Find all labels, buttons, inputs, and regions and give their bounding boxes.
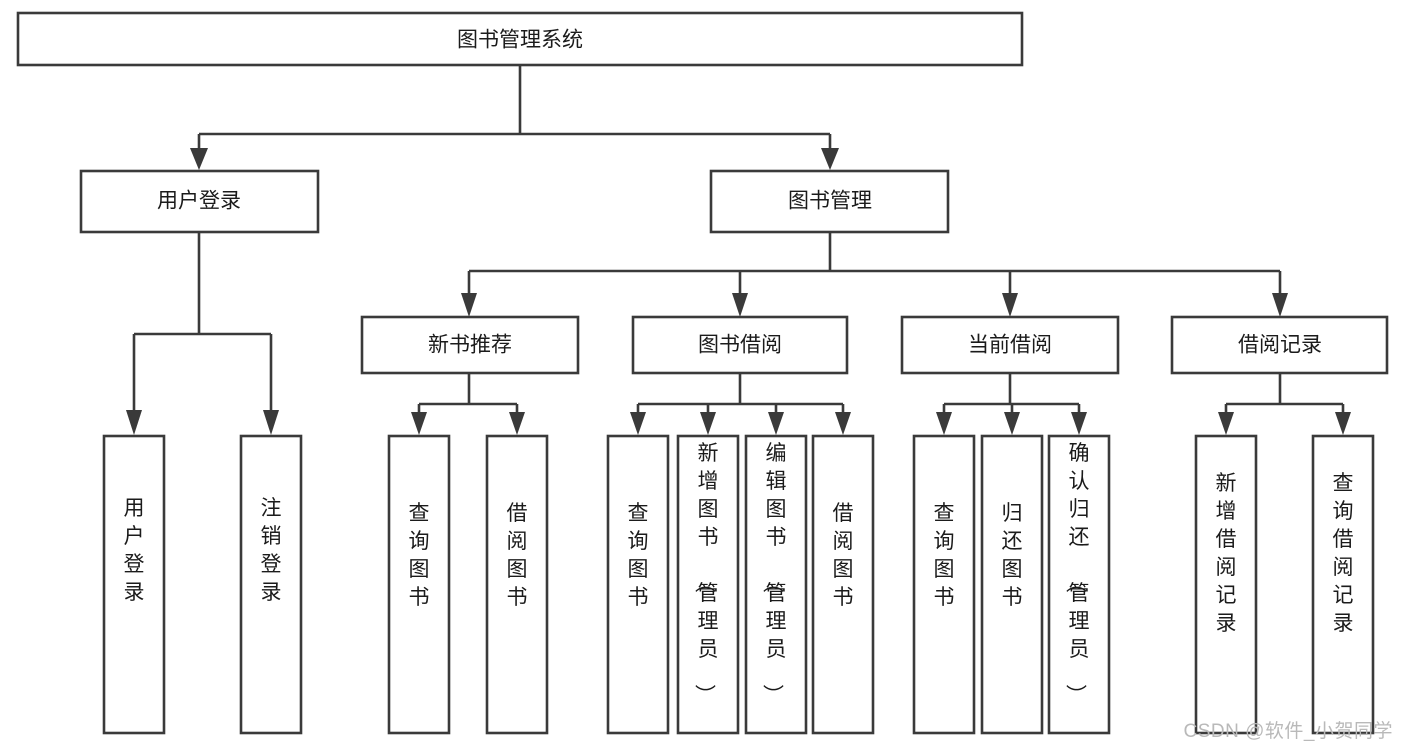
leaf-box-logout[interactable] bbox=[239, 434, 303, 735]
leaf-box-user-login[interactable] bbox=[102, 434, 166, 735]
leaf-label-add-book-admin: 新增图书（管理员） bbox=[693, 442, 719, 705]
arrow-root-to-book bbox=[821, 148, 839, 170]
arrow-book-to-current bbox=[1002, 293, 1018, 317]
connector-group-user-login bbox=[126, 232, 279, 435]
node-book-borrow-box[interactable] bbox=[631, 315, 849, 375]
leaf-node[interactable]: 确认归还（管理员） bbox=[1047, 434, 1111, 735]
leaf-box-return-book[interactable] bbox=[980, 434, 1044, 735]
node-book-borrow-label: 图书借阅 bbox=[698, 334, 782, 357]
arrow-user-leaf-1 bbox=[126, 410, 142, 435]
leaf-box-query-borrow-record[interactable] bbox=[1311, 434, 1375, 735]
leaf-label-confirm-return-admin: 确认归还（管理员） bbox=[1064, 442, 1090, 705]
leaf-label-borrow-book-borrow: 借阅图书 bbox=[833, 502, 854, 609]
leaf-box-borrow-book-newbook[interactable] bbox=[485, 434, 549, 735]
leaf-node[interactable]: 编辑图书（管理员） bbox=[744, 434, 808, 735]
node-borrow-record-label: 借阅记录 bbox=[1238, 334, 1322, 357]
node-new-book-recommend-box[interactable] bbox=[360, 315, 580, 375]
leaf-node[interactable]: 新增借阅记录 bbox=[1194, 434, 1258, 735]
leaf-box-query-book-current[interactable] bbox=[912, 434, 976, 735]
arrow-borrow-leaf-4 bbox=[835, 412, 851, 435]
leaf-box-confirm-return-admin[interactable] bbox=[1047, 434, 1111, 735]
node-root-label: 图书管理系统 bbox=[457, 29, 583, 52]
leaf-label-return-book: 归还图书 bbox=[1002, 502, 1023, 609]
leaf-box-add-book-admin[interactable] bbox=[676, 434, 740, 735]
leaf-label-query-book-borrow: 查询图书 bbox=[628, 502, 649, 609]
node-borrow-record[interactable]: 借阅记录 bbox=[1170, 315, 1389, 375]
leaf-box-query-book-borrow[interactable] bbox=[606, 434, 670, 735]
leaf-box-query-book-newbook[interactable] bbox=[387, 434, 451, 735]
node-current-borrow-box[interactable] bbox=[900, 315, 1120, 375]
leaf-node[interactable]: 新增图书（管理员） bbox=[676, 434, 740, 735]
connector-group-book-mgmt bbox=[461, 232, 1288, 317]
leaf-node[interactable]: 归还图书 bbox=[980, 434, 1044, 735]
arrow-record-leaf-2 bbox=[1335, 412, 1351, 435]
arrow-book-to-record bbox=[1272, 293, 1288, 317]
leaf-box-add-borrow-record[interactable] bbox=[1194, 434, 1258, 735]
arrow-borrow-leaf-3 bbox=[768, 412, 784, 435]
leaf-node[interactable]: 查询图书 bbox=[606, 434, 670, 735]
node-current-borrow-label: 当前借阅 bbox=[968, 334, 1052, 357]
node-borrow-record-box[interactable] bbox=[1170, 315, 1389, 375]
leaf-node[interactable]: 注销登录 bbox=[239, 434, 303, 735]
leaf-label-edit-book-admin: 编辑图书（管理员） bbox=[761, 442, 787, 705]
arrow-root-to-user bbox=[190, 148, 208, 170]
arrow-borrow-leaf-1 bbox=[630, 412, 646, 435]
node-user-login-box[interactable] bbox=[79, 169, 320, 234]
arrow-book-to-borrow bbox=[732, 293, 748, 317]
leaf-node[interactable]: 借阅图书 bbox=[485, 434, 549, 735]
arrow-newbook-leaf-2 bbox=[509, 412, 525, 435]
leaf-label-borrow-book-newbook: 借阅图书 bbox=[507, 502, 528, 609]
leaf-node[interactable]: 查询图书 bbox=[912, 434, 976, 735]
csdn-watermark: CSDN @软件_小贺同学 bbox=[1183, 721, 1393, 742]
node-root[interactable]: 图书管理系统 bbox=[16, 11, 1024, 67]
node-root-box[interactable] bbox=[16, 11, 1024, 67]
leaf-label-query-book-newbook: 查询图书 bbox=[409, 502, 430, 609]
leaf-label-query-book-current: 查询图书 bbox=[934, 502, 955, 609]
node-book-management-box[interactable] bbox=[709, 169, 950, 234]
node-new-book-recommend[interactable]: 新书推荐 bbox=[360, 315, 580, 375]
arrow-current-leaf-3 bbox=[1071, 412, 1087, 435]
leaf-label-add-borrow-record: 新增借阅记录 bbox=[1216, 472, 1237, 635]
arrow-user-leaf-2 bbox=[263, 410, 279, 435]
arrow-book-to-newbook bbox=[461, 293, 477, 317]
arrow-current-leaf-1 bbox=[936, 412, 952, 435]
leaf-node[interactable]: 查询借阅记录 bbox=[1311, 434, 1375, 735]
node-current-borrow[interactable]: 当前借阅 bbox=[900, 315, 1120, 375]
leaf-node[interactable]: 用户登录 bbox=[102, 434, 166, 735]
arrow-current-leaf-2 bbox=[1004, 412, 1020, 435]
connector-group-borrow bbox=[630, 373, 851, 435]
connector-group-record bbox=[1218, 373, 1351, 435]
leaf-node[interactable]: 查询图书 bbox=[387, 434, 451, 735]
connector-group-root bbox=[190, 65, 839, 170]
leaf-box-borrow-book-borrow[interactable] bbox=[811, 434, 875, 735]
leaf-label-query-borrow-record: 查询借阅记录 bbox=[1333, 472, 1354, 635]
connector-group-current bbox=[936, 373, 1087, 435]
leaf-label-user-login: 用户登录 bbox=[124, 497, 145, 604]
leaf-box-edit-book-admin[interactable] bbox=[744, 434, 808, 735]
arrow-record-leaf-1 bbox=[1218, 412, 1234, 435]
leaf-label-logout: 注销登录 bbox=[261, 497, 282, 604]
node-book-management[interactable]: 图书管理 bbox=[709, 169, 950, 234]
arrow-borrow-leaf-2 bbox=[700, 412, 716, 435]
node-user-login-label: 用户登录 bbox=[157, 190, 241, 213]
node-book-management-label: 图书管理 bbox=[788, 190, 872, 213]
node-new-book-recommend-label: 新书推荐 bbox=[428, 334, 512, 357]
node-book-borrow[interactable]: 图书借阅 bbox=[631, 315, 849, 375]
connector-group-newbook bbox=[411, 373, 525, 435]
leaf-node[interactable]: 借阅图书 bbox=[811, 434, 875, 735]
arrow-newbook-leaf-1 bbox=[411, 412, 427, 435]
node-user-login[interactable]: 用户登录 bbox=[79, 169, 320, 234]
